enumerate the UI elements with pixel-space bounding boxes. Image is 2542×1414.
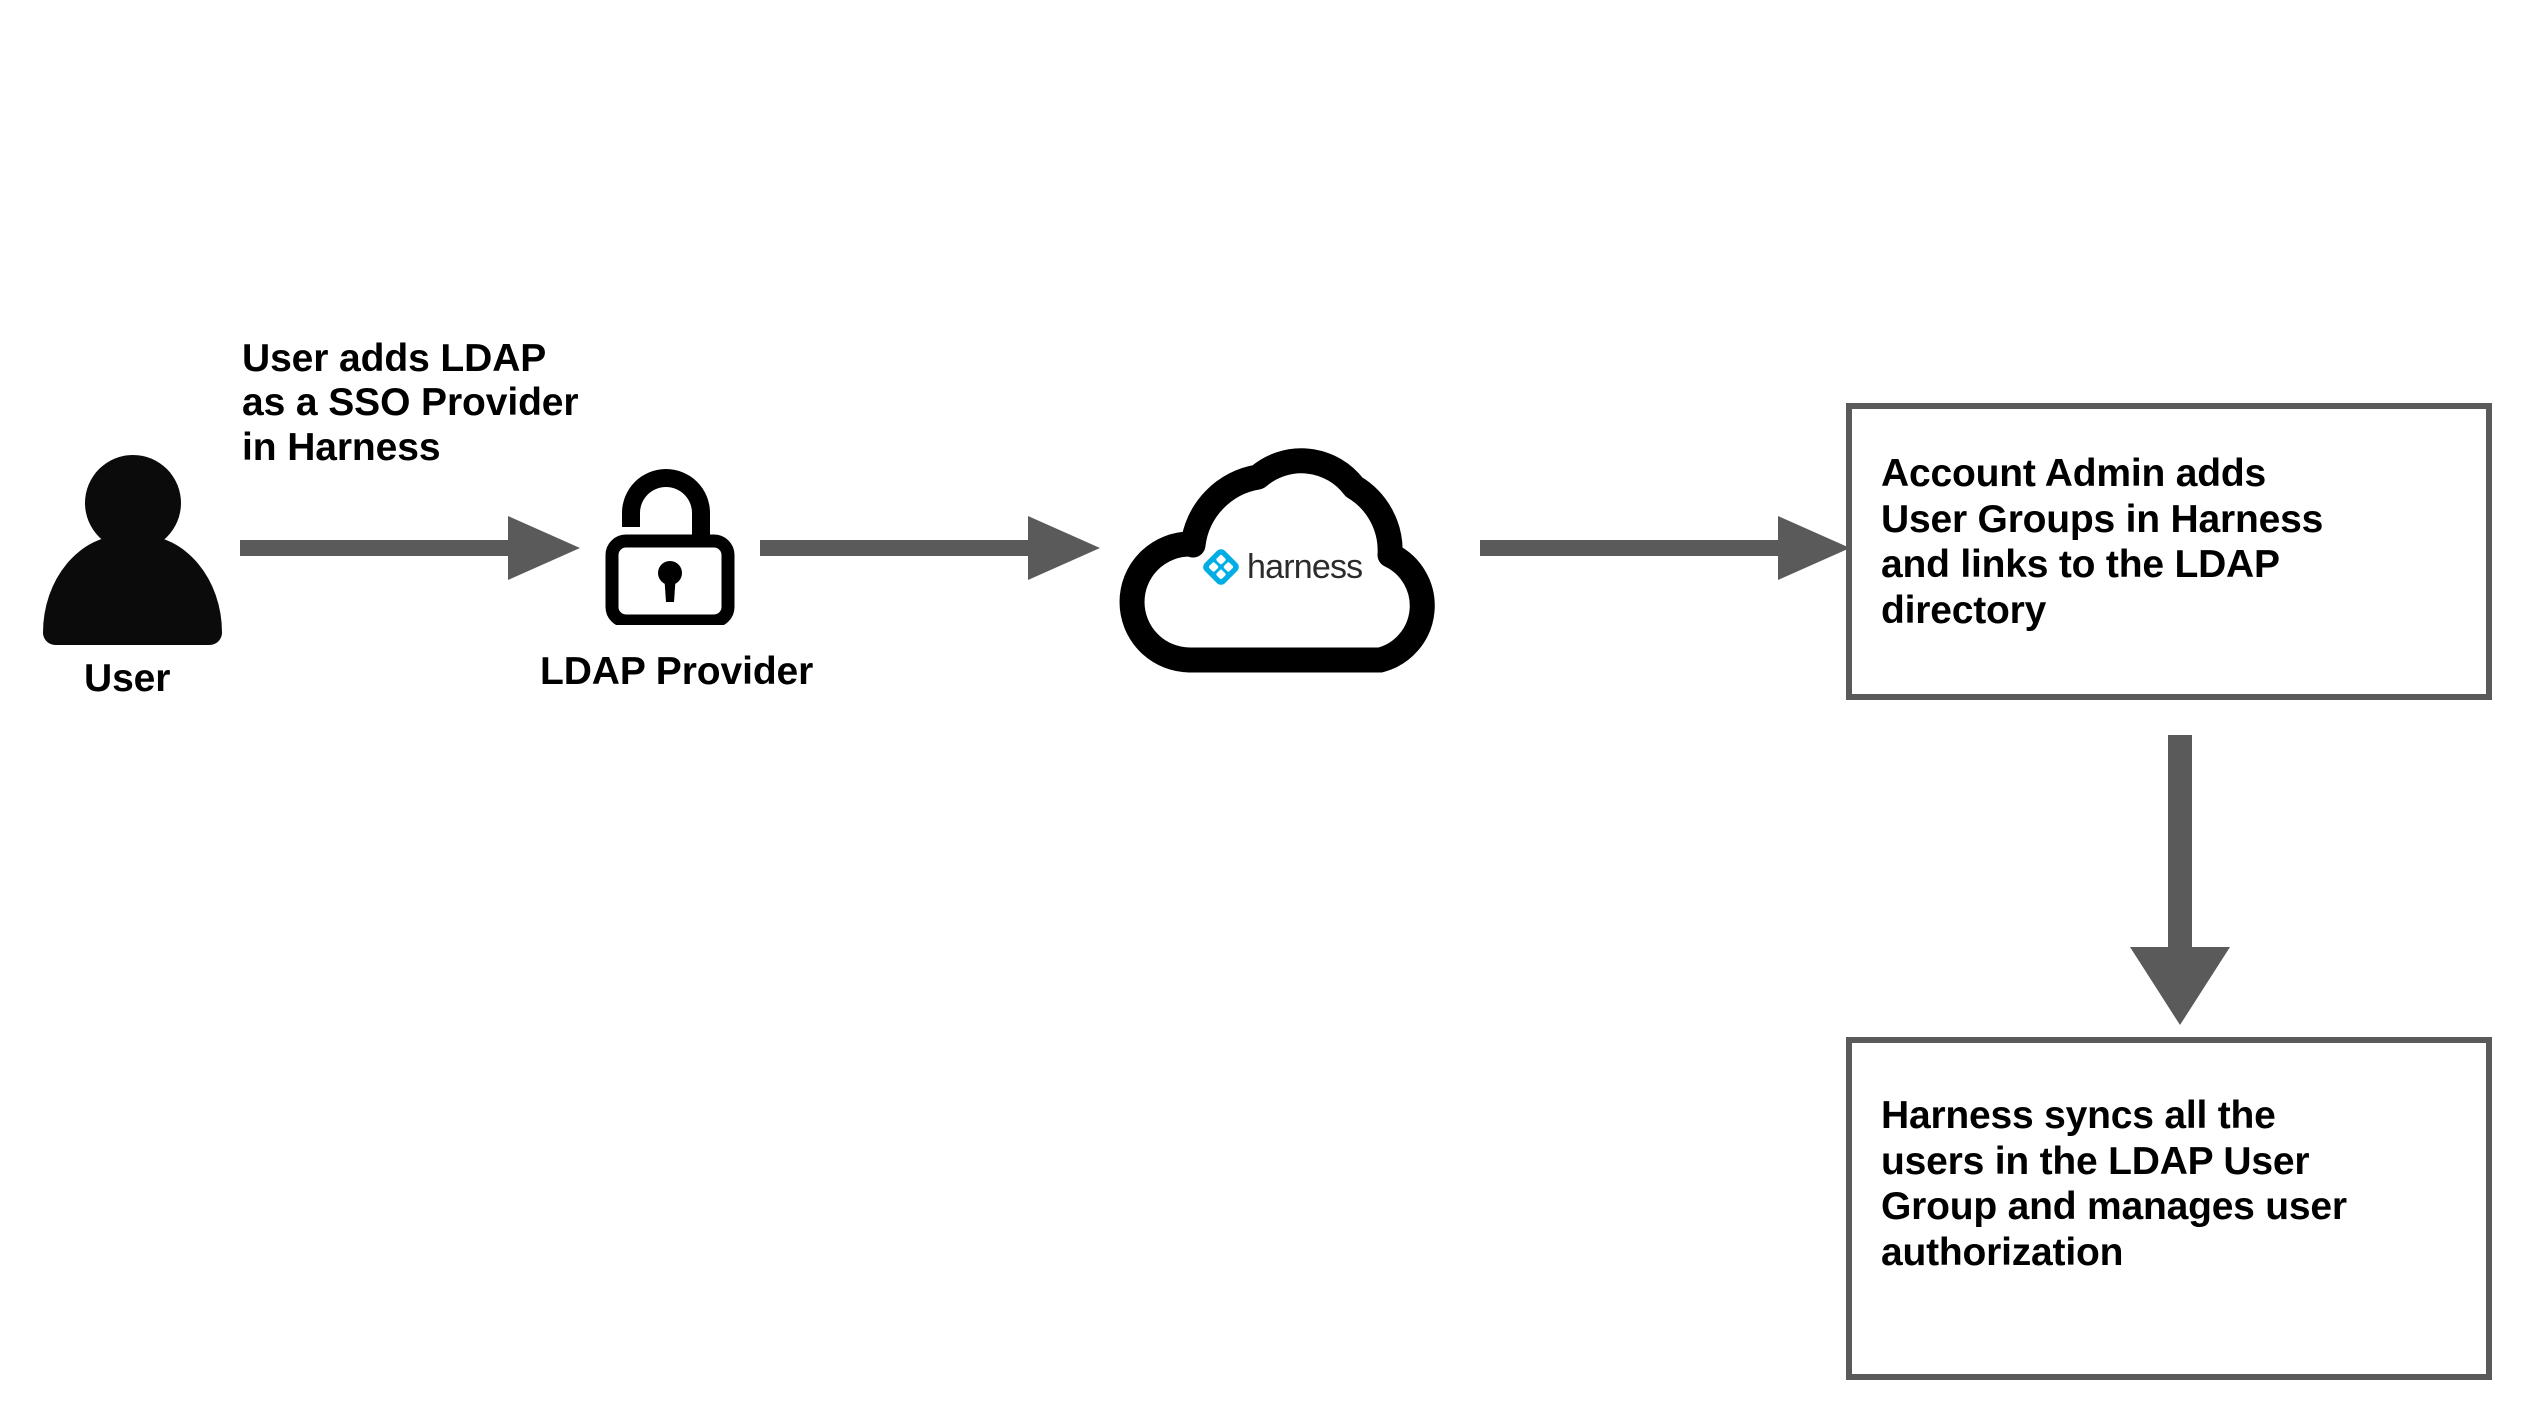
arrow-right-icon [760,516,1100,580]
user-body-shape [43,535,222,645]
user-person-icon [40,455,225,645]
arrow-harness-cloud-to-account-admin [1480,508,1850,588]
cloud-icon [1119,448,1435,673]
harness-sync-box: Harness syncs all the users in the LDAP … [1846,1037,2492,1380]
open-padlock-icon [600,455,740,628]
harness-sync-box-text: Harness syncs all the users in the LDAP … [1881,1094,2347,1274]
arrow-down-icon [2130,735,2230,1025]
account-admin-box: Account Admin adds User Groups in Harnes… [1846,403,2492,700]
arrow-right-icon [1480,516,1850,580]
arrow-right-icon [240,516,580,580]
ldap-provider-label: LDAP Provider [540,650,814,693]
harness-cloud-node: harness [1090,415,1460,680]
arrow-ldap-provider-to-harness-cloud [760,508,1100,588]
harness-wordmark: harness [1247,548,1363,586]
account-admin-box-text: Account Admin adds User Groups in Harnes… [1881,452,2324,632]
arrow-user-to-ldap-provider [240,508,580,588]
padlock-open-glyph [605,469,735,628]
user-label: User [84,657,171,700]
harness-diamond-icon [1203,549,1239,585]
annotation-user-adds-ldap: User adds LDAP as a SSO Provider in Harn… [242,337,579,469]
arrow-account-admin-to-harness-sync [2125,735,2235,1025]
harness-logo: harness [1202,548,1363,586]
